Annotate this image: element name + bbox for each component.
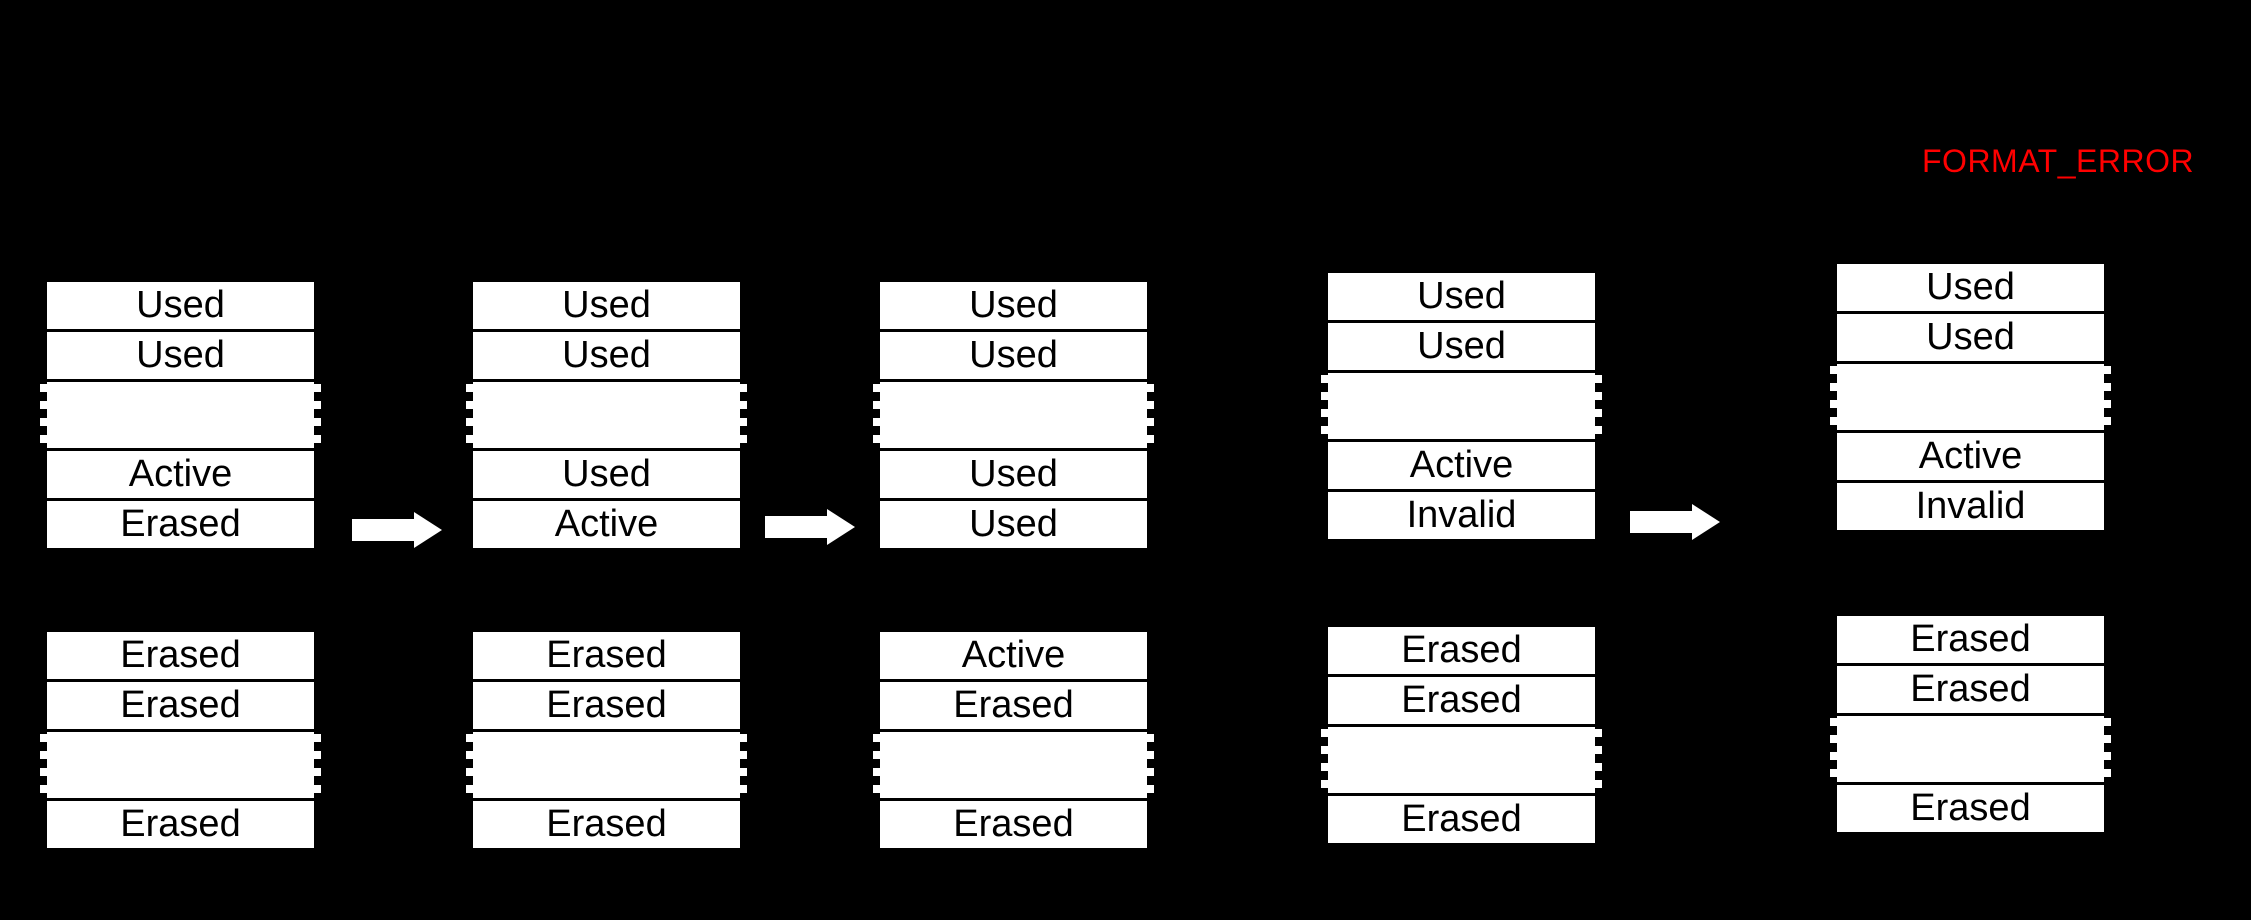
page-cell: Erased bbox=[473, 632, 740, 679]
page-cell: Erased bbox=[1837, 666, 2104, 713]
page-cell: Active bbox=[47, 451, 314, 498]
omitted-pages-cell bbox=[40, 382, 321, 448]
omitted-pages-cell bbox=[1830, 364, 2111, 430]
page-cell: Used bbox=[473, 332, 740, 379]
page-cell: Erased bbox=[1328, 627, 1595, 674]
state-4-column: Used Used Active Invalid Erased Erased E… bbox=[1321, 0, 1602, 843]
omitted-pages-cell bbox=[40, 732, 321, 798]
page-cell: Erased bbox=[880, 682, 1147, 729]
page-cell: Erased bbox=[1837, 785, 2104, 832]
omitted-pages-cell bbox=[1830, 716, 2111, 782]
page-cell: Used bbox=[473, 282, 740, 329]
state-1-column: Used Used Active Erased Erased Erased Er… bbox=[40, 0, 321, 848]
omitted-pages-cell bbox=[1321, 727, 1602, 793]
omitted-pages-cell bbox=[873, 382, 1154, 448]
transition-arrow-icon bbox=[765, 509, 855, 545]
omitted-pages-cell bbox=[1321, 373, 1602, 439]
page-cell: Erased bbox=[47, 501, 314, 548]
page-cell: Erased bbox=[473, 801, 740, 848]
transition-arrow-icon bbox=[1630, 504, 1720, 540]
top-sector-pages: Used Used Active Erased bbox=[40, 282, 321, 548]
bottom-sector-pages: Erased Erased Erased bbox=[40, 632, 321, 848]
page-cell: Active bbox=[1328, 442, 1595, 489]
page-cell: Erased bbox=[1328, 677, 1595, 724]
page-cell: Erased bbox=[1328, 796, 1595, 843]
page-cell: Used bbox=[880, 501, 1147, 548]
bottom-sector-pages: Active Erased Erased bbox=[873, 632, 1154, 848]
top-sector-pages: Used Used Used Active bbox=[466, 282, 747, 548]
omitted-pages-cell bbox=[466, 382, 747, 448]
page-cell: Erased bbox=[47, 632, 314, 679]
format-error-label: FORMAT_ERROR bbox=[1922, 143, 2195, 179]
bottom-sector-pages: Erased Erased Erased bbox=[1830, 616, 2111, 832]
page-cell: Erased bbox=[880, 801, 1147, 848]
top-sector-pages: Used Used Used Used bbox=[873, 282, 1154, 548]
state-5-column: Used Used Active Invalid Erased Erased E… bbox=[1830, 0, 2111, 832]
page-cell: Used bbox=[880, 451, 1147, 498]
page-cell: Active bbox=[880, 632, 1147, 679]
page-cell: Active bbox=[1837, 433, 2104, 480]
bottom-sector-pages: Erased Erased Erased bbox=[466, 632, 747, 848]
page-cell: Used bbox=[47, 282, 314, 329]
page-cell: Used bbox=[473, 451, 740, 498]
page-cell: Invalid bbox=[1837, 483, 2104, 530]
bottom-sector-pages: Erased Erased Erased bbox=[1321, 627, 1602, 843]
page-cell: Used bbox=[880, 282, 1147, 329]
top-sector-pages: Used Used Active Invalid bbox=[1830, 264, 2111, 530]
page-cell: Erased bbox=[47, 682, 314, 729]
page-cell: Erased bbox=[1837, 616, 2104, 663]
page-cell: Used bbox=[47, 332, 314, 379]
omitted-pages-cell bbox=[466, 732, 747, 798]
state-2-column: Used Used Used Active Erased Erased Eras… bbox=[466, 0, 747, 848]
state-3-column: Used Used Used Used Active Erased Erased bbox=[873, 0, 1154, 848]
page-cell: Used bbox=[880, 332, 1147, 379]
page-cell: Used bbox=[1328, 273, 1595, 320]
page-cell: Used bbox=[1837, 314, 2104, 361]
page-cell: Used bbox=[1837, 264, 2104, 311]
page-cell: Erased bbox=[473, 682, 740, 729]
page-cell: Invalid bbox=[1328, 492, 1595, 539]
page-cell: Erased bbox=[47, 801, 314, 848]
omitted-pages-cell bbox=[873, 732, 1154, 798]
transition-arrow-icon bbox=[352, 512, 442, 548]
top-sector-pages: Used Used Active Invalid bbox=[1321, 273, 1602, 539]
page-cell: Active bbox=[473, 501, 740, 548]
page-cell: Used bbox=[1328, 323, 1595, 370]
